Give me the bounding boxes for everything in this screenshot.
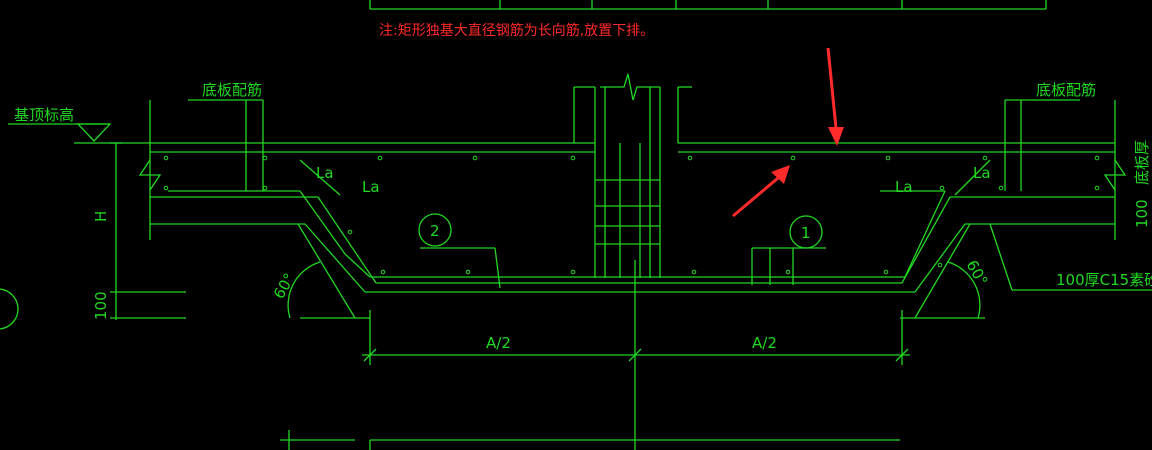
width-dimension [362, 310, 910, 365]
slab-top-lines [150, 142, 1115, 153]
detail-circle-left [0, 288, 19, 330]
angle-label-left: 60° [270, 270, 299, 302]
bar-mark-2-callout [418, 213, 501, 289]
la-label-2: La [362, 178, 380, 196]
thickness-label-left: 100 [92, 291, 110, 320]
height-label: H [92, 211, 110, 222]
drawing-note: 注:矩形独基大直径钢筋为长向筋,放置下排。 [379, 22, 654, 39]
red-arrow-diagonal [732, 165, 790, 218]
slab-thickness-label: 底板厚 [1133, 140, 1151, 185]
angle-arc-right [947, 261, 981, 319]
bar-mark-1: 1 [801, 224, 811, 242]
cushion-label: 100厚C15素砼垫层 [1056, 271, 1152, 289]
footing-right [880, 100, 1127, 319]
bottom-rebar-label-right: 底板配筋 [1036, 81, 1096, 99]
angle-arc-left [287, 261, 321, 319]
cushion-callout [989, 223, 1152, 291]
top-elevation-label: 基顶标高 [14, 106, 74, 124]
thickness-label-right: 100 [1133, 199, 1151, 228]
bottom-rebar-label-left: 底板配筋 [202, 81, 262, 99]
la-label-4: La [973, 164, 991, 182]
rebar-callout-left [188, 99, 264, 191]
footing-left [138, 100, 915, 319]
rebar-callout-right [1004, 99, 1080, 191]
red-arrow-vertical [826, 47, 844, 146]
la-label-1: La [316, 164, 334, 182]
la-leaders [299, 159, 991, 196]
angle-label-right: 60° [963, 257, 992, 289]
height-dimension [110, 142, 186, 320]
bar-mark-2: 2 [430, 222, 440, 240]
bar-mark-1-callout [751, 215, 826, 285]
bottom-fragment [280, 430, 900, 450]
dim-label-right: A/2 [752, 334, 777, 352]
column [573, 73, 692, 278]
la-label-3: La [895, 178, 913, 196]
dim-label-left: A/2 [486, 334, 511, 352]
rebar-dots [163, 155, 1100, 275]
elevation-marker [8, 123, 595, 144]
top-table-fragment [369, 0, 1047, 10]
